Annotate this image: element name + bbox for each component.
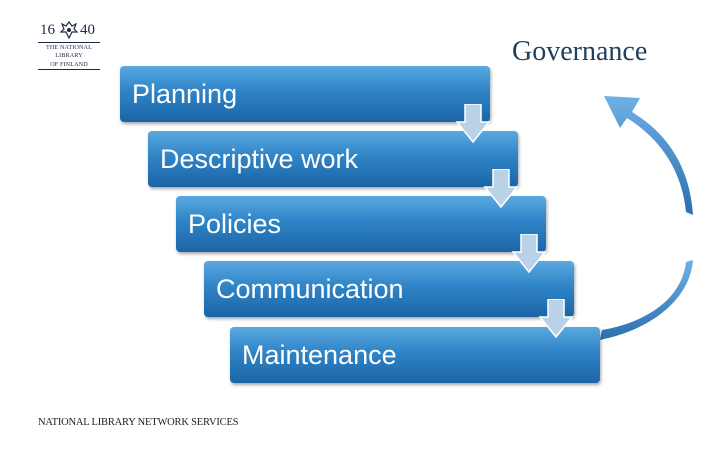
step-label: Communication bbox=[216, 274, 404, 304]
step-label: Policies bbox=[188, 209, 282, 239]
logo-line-3: OF FINLAND bbox=[38, 61, 100, 70]
step-policies: Policies bbox=[176, 196, 546, 252]
step-descriptive-work: Descriptive work bbox=[148, 131, 518, 187]
step-label: Planning bbox=[132, 79, 238, 109]
logo-line-1: THE NATIONAL bbox=[38, 42, 100, 51]
step-label: Descriptive work bbox=[160, 144, 359, 174]
down-arrow-icon bbox=[538, 299, 574, 339]
logo-year: 16 40 bbox=[38, 20, 100, 40]
logo-emblem-icon bbox=[60, 21, 78, 40]
step-planning: Planning bbox=[120, 66, 490, 122]
national-library-logo: 16 40 THE NATIONAL LIBRARY OF FINLAND bbox=[38, 20, 100, 74]
governance-title: Governance bbox=[512, 36, 648, 67]
logo-year-right: 40 bbox=[80, 22, 95, 38]
down-arrow-icon bbox=[483, 169, 519, 209]
logo-line-2: LIBRARY bbox=[55, 52, 83, 59]
logo-year-left: 16 bbox=[40, 22, 55, 38]
down-arrow-icon bbox=[511, 234, 547, 274]
step-communication: Communication bbox=[204, 261, 574, 317]
down-arrow-icon bbox=[455, 104, 491, 144]
footer-text: NATIONAL LIBRARY NETWORK SERVICES bbox=[38, 417, 239, 428]
step-maintenance: Maintenance bbox=[230, 327, 600, 383]
step-label: Maintenance bbox=[242, 340, 397, 370]
